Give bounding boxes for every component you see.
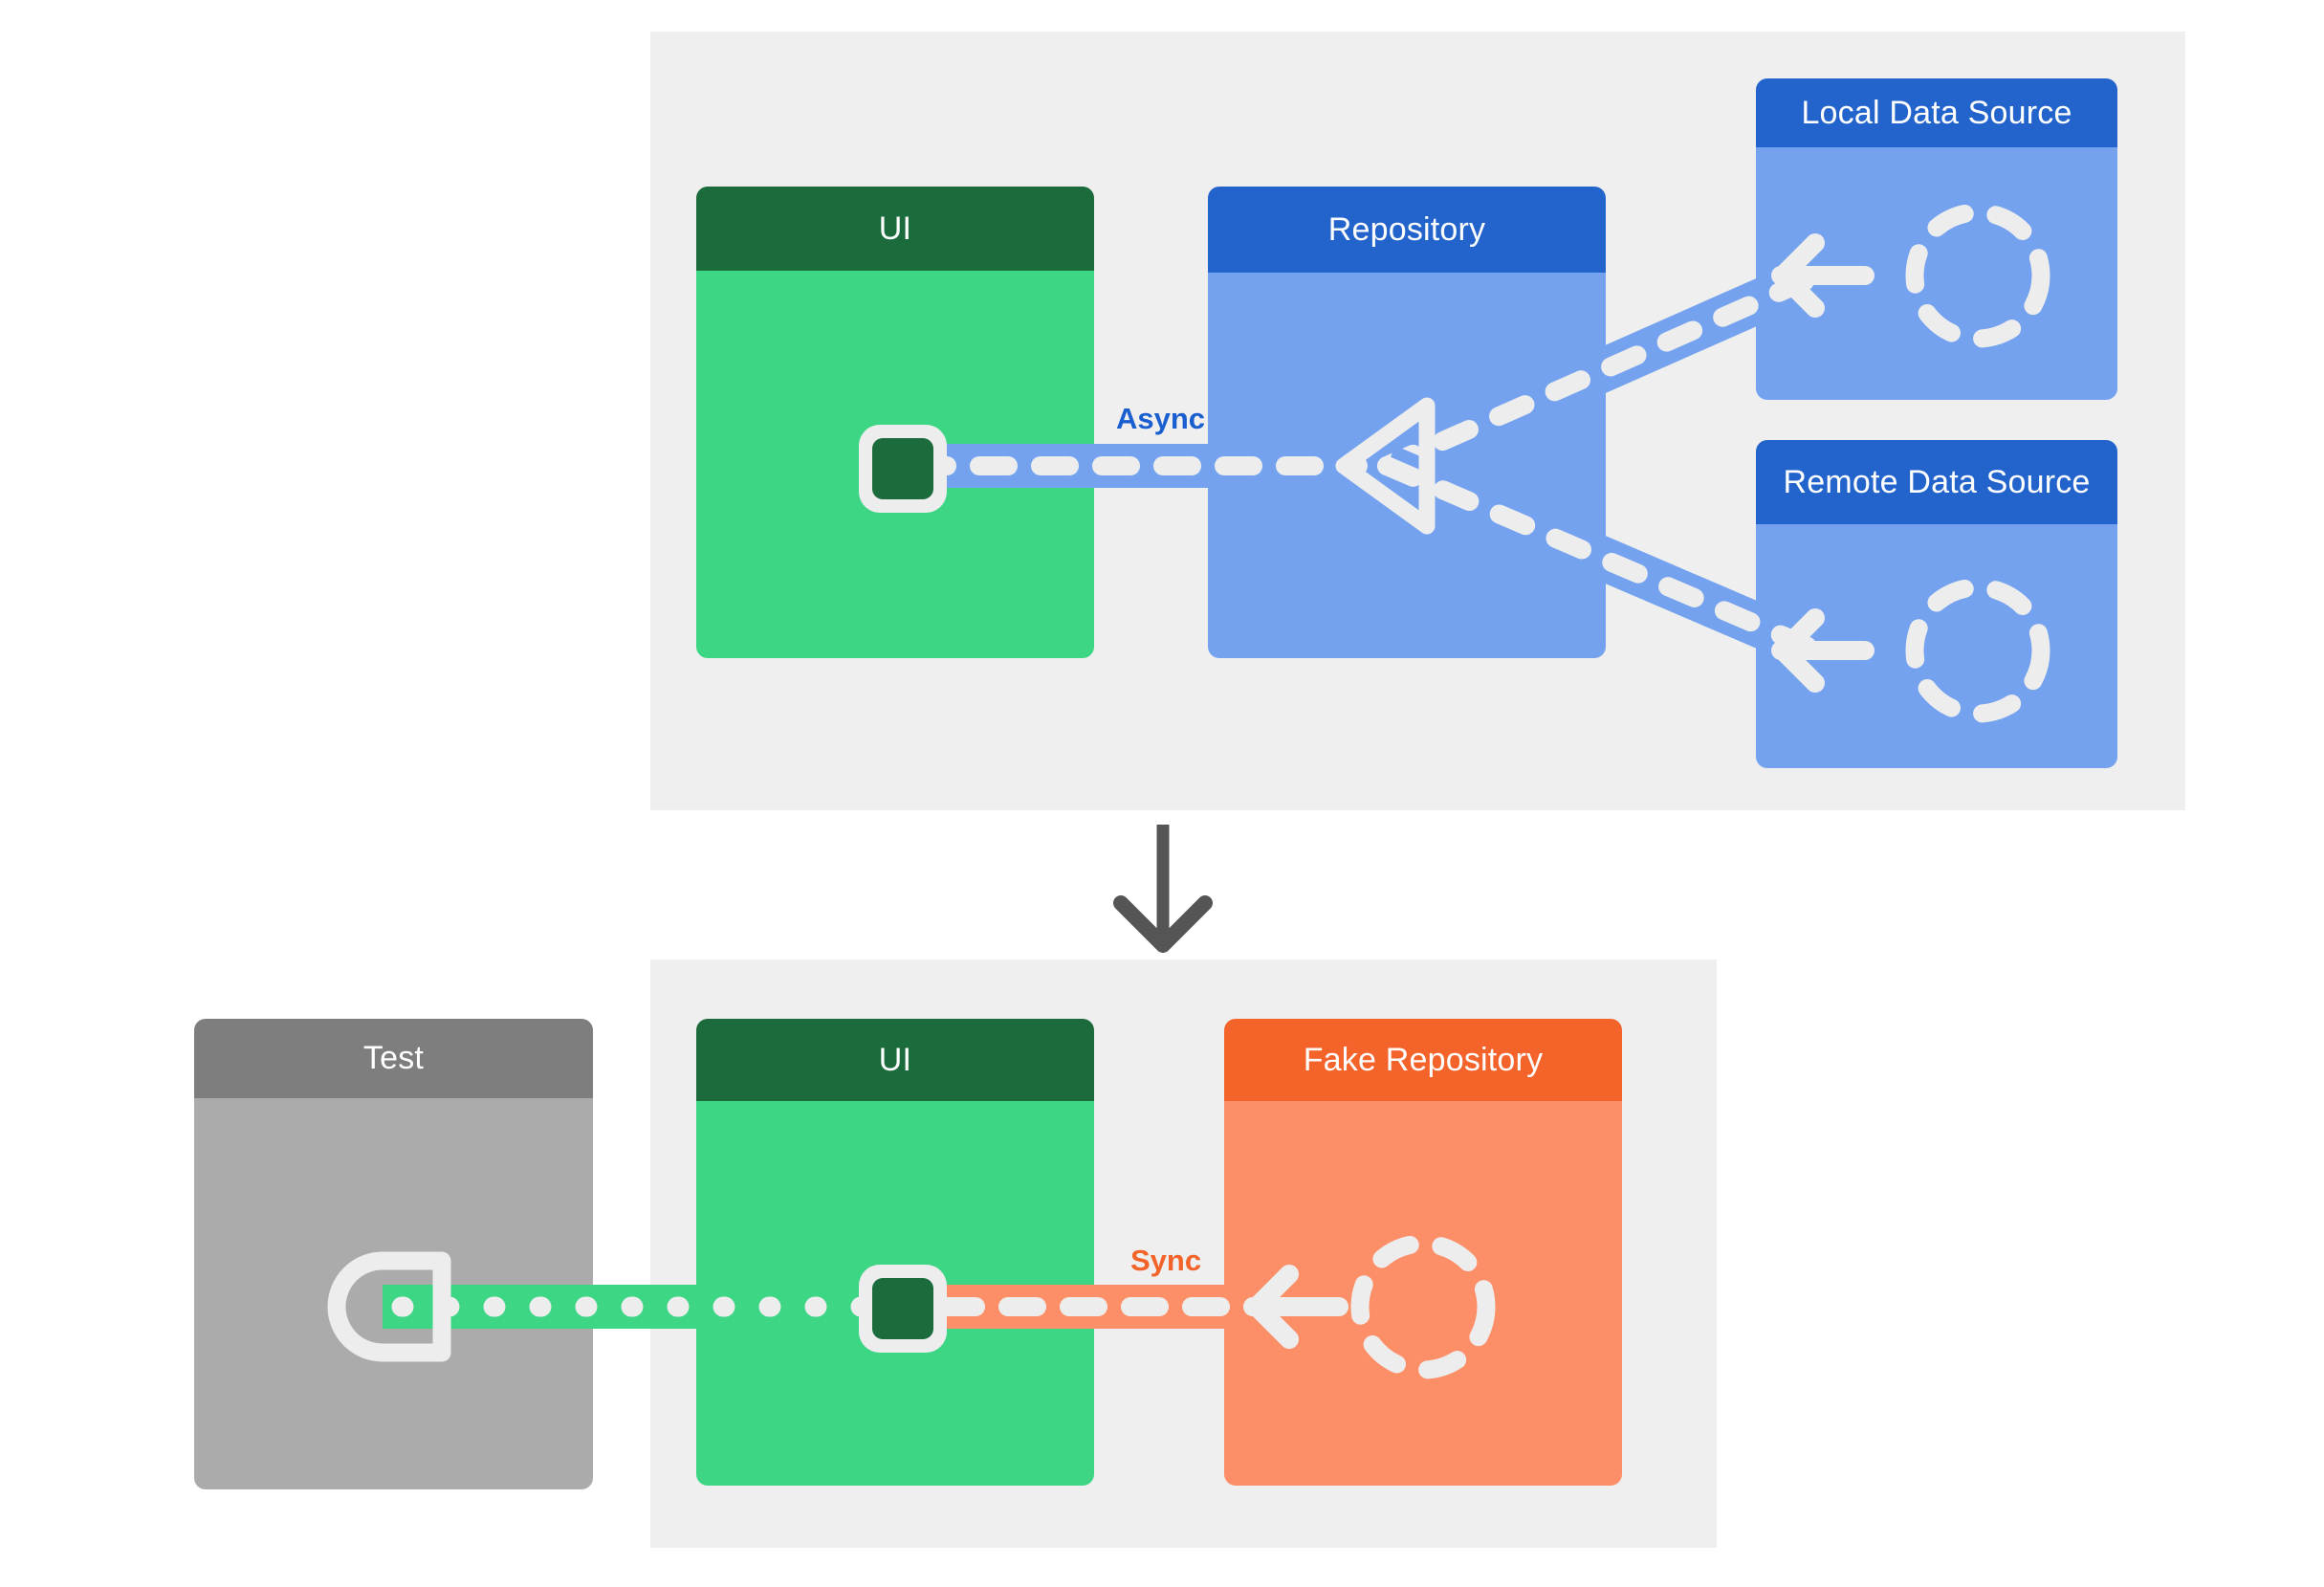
card-ui-test-title: UI: [696, 1019, 1094, 1101]
card-repository-title: Repository: [1208, 187, 1606, 273]
card-ui-production[interactable]: UI: [696, 187, 1094, 658]
card-test-body: [194, 1098, 593, 1489]
card-test[interactable]: Test: [194, 1019, 593, 1489]
card-local-data-source[interactable]: Local Data Source: [1756, 78, 2117, 400]
card-ui-production-title: UI: [696, 187, 1094, 271]
card-ui-test[interactable]: UI: [696, 1019, 1094, 1486]
edge-label-async: Async: [1116, 402, 1206, 435]
card-fake-repository[interactable]: Fake Repository: [1224, 1019, 1622, 1486]
card-repository-body: [1208, 273, 1606, 658]
card-test-title: Test: [194, 1019, 593, 1098]
card-remote-data-source-title: Remote Data Source: [1756, 440, 2117, 524]
down-arrow-icon: [1113, 825, 1213, 953]
card-fake-repository-body: [1224, 1101, 1622, 1486]
card-fake-repository-title: Fake Repository: [1224, 1019, 1622, 1101]
card-ui-test-body: [696, 1101, 1094, 1486]
card-local-data-source-title: Local Data Source: [1756, 78, 2117, 147]
card-local-data-source-body: [1756, 147, 2117, 400]
card-ui-production-body: [696, 271, 1094, 658]
card-remote-data-source[interactable]: Remote Data Source: [1756, 440, 2117, 768]
card-remote-data-source-body: [1756, 524, 2117, 768]
edge-label-sync: Sync: [1130, 1244, 1202, 1277]
card-repository[interactable]: Repository: [1208, 187, 1606, 658]
